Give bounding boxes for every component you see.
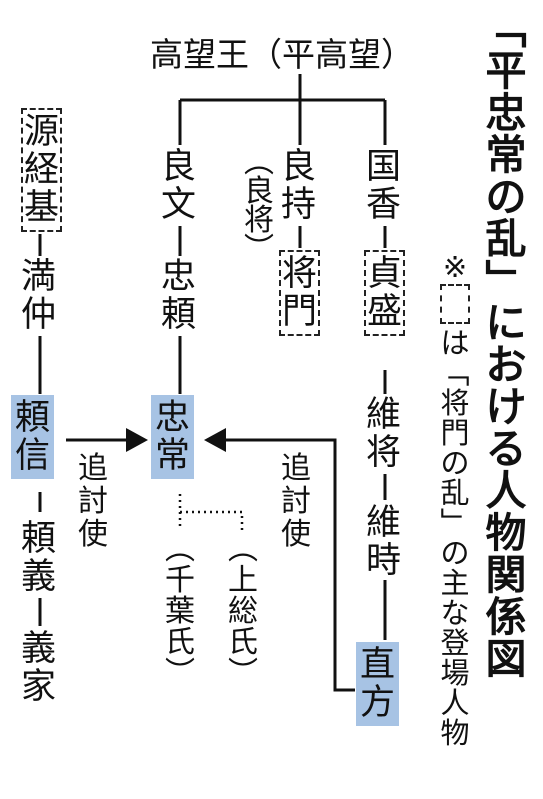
node-yoshimochi: 良持 — [281, 147, 317, 225]
diagram-title: ﹁平忠常の乱﹂における人物関係図 — [485, 5, 527, 683]
descendant-line-kazusa — [180, 510, 244, 530]
node-yorinobu: 頼信 — [15, 398, 51, 476]
node-tadatsune: 忠常 — [155, 398, 191, 476]
node-tadayori: 忠頼 — [161, 257, 197, 335]
legend-marker: ※ — [442, 250, 468, 284]
node-yoriyoshi: 頼義 — [21, 519, 57, 597]
node-chiba-clan: ︵千葉氏︶ — [165, 532, 195, 691]
legend-dashed-box — [440, 284, 470, 324]
node-yoshiie: 義家 — [21, 629, 57, 707]
node-yoshifumi: 良文 — [161, 147, 197, 225]
node-kazusa-clan: ︵上総氏︶ — [228, 532, 258, 691]
node-kunika: 国香 — [366, 147, 402, 225]
label-tsuitoshi-left: 追討使 — [78, 451, 108, 552]
node-masakado: 将門 — [282, 254, 318, 332]
legend-note: ※ は﹁将門の乱﹂の主な登場人物 — [440, 252, 470, 748]
node-koretoki: 維時 — [366, 503, 402, 581]
node-yoshimasa: ︵良将︶ — [244, 145, 274, 267]
root-node-takamochi: 高望王（平高望） — [150, 35, 414, 74]
node-koremasa: 維将 — [366, 395, 402, 473]
node-naokata: 直方 — [360, 645, 396, 723]
node-minamoto-tsunemoto: 源経基 — [24, 112, 60, 228]
node-sadamori: 貞盛 — [367, 254, 403, 332]
arrow-naokata-tadatsune — [222, 438, 355, 692]
label-tsuitoshi-right: 追討使 — [281, 451, 311, 552]
node-mitsunaka: 満仲 — [21, 257, 57, 335]
legend-text: は﹁将門の乱﹂の主な登場人物 — [440, 326, 470, 750]
